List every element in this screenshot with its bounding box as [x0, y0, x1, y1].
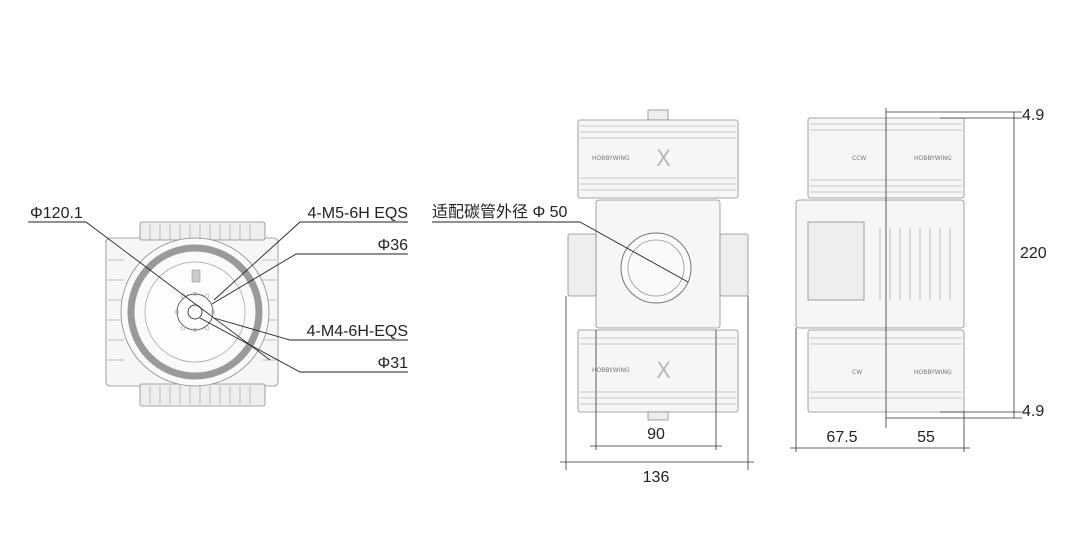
front-inner-disc: [144, 261, 246, 363]
front-hub-center: [187, 304, 203, 320]
leader-bottom-threads: [213, 317, 408, 341]
dim-90: 90: [647, 426, 665, 443]
side-bottom-shaft: [647, 411, 669, 421]
end-bottom-logo: HOBBYWING: [914, 369, 952, 376]
side-tube-bore: [620, 232, 692, 304]
end-mid-fins: [879, 228, 951, 300]
dim-top-offset: 4.9: [1022, 107, 1044, 124]
end-mid-bracket: [807, 221, 865, 301]
dim-67-5: 67.5: [826, 429, 857, 446]
front-bolt-hole: [193, 292, 197, 296]
callout-bore-36: Φ36: [377, 237, 408, 254]
tube-note: 适配碳管外径 Φ 50: [432, 203, 568, 221]
dim-136: 136: [643, 469, 670, 486]
side-bottom-motor-grooves: [580, 337, 736, 405]
dim-55: 55: [917, 429, 935, 446]
callout-top-threads: 4-M5-6H EQS: [308, 205, 408, 222]
side-bottom-x-mark: X: [656, 359, 671, 384]
side-top-shaft: [647, 109, 669, 121]
leader-bore-36: [211, 253, 408, 305]
front-bolt-hole: [193, 328, 197, 332]
front-view: Φ120.1 4-M5-6H EQS Φ36 4-M4-6H-EQS Φ31: [28, 205, 408, 407]
callout-bottom-threads: 4-M4-6H-EQS: [307, 323, 408, 340]
front-bolt-hole: [204, 293, 210, 299]
side-top-motor-grooves: [580, 125, 736, 191]
leader-tube-note-arrow: [579, 221, 689, 283]
callout-outer-diameter: Φ120.1: [30, 205, 83, 222]
leader-outer-diameter: [28, 221, 271, 361]
end-view: CCW HOBBYWING CW HOBBYWING 4.9 220 4.9: [790, 107, 1047, 452]
front-grey-ring: [127, 244, 263, 380]
side-top-logo: HOBBYWING: [592, 155, 630, 162]
front-bolt-hole: [204, 325, 210, 331]
front-label-plate: [191, 269, 201, 283]
side-bottom-logo: HOBBYWING: [592, 367, 630, 374]
front-bolt-hole: [211, 310, 215, 314]
callout-bore-31: Φ31: [377, 355, 408, 372]
front-bolt-hole: [180, 325, 186, 331]
side-top-motor: [577, 119, 739, 199]
side-left-clamp: [567, 233, 597, 297]
side-view: HOBBYWING X HOBBYWING X 适配碳管外径 Φ 50 90 1…: [432, 109, 754, 486]
side-tube-bore-inner: [627, 239, 685, 297]
front-bottom-bracket: [139, 383, 266, 407]
leader-top-threads: [213, 221, 408, 301]
front-top-bracket: [139, 221, 266, 241]
end-top-logo: HOBBYWING: [914, 155, 952, 162]
front-hub-ring: [176, 293, 214, 331]
end-top-rotation: CCW: [852, 155, 866, 162]
dim-bottom-offset: 4.9: [1022, 403, 1044, 420]
side-right-clamp: [719, 233, 749, 297]
dim-220: 220: [1020, 245, 1047, 262]
front-bolt-hole: [175, 310, 179, 314]
leader-bore-31: [199, 317, 408, 373]
end-bottom-rotation: CW: [852, 369, 862, 376]
side-top-x-mark: X: [656, 147, 671, 172]
